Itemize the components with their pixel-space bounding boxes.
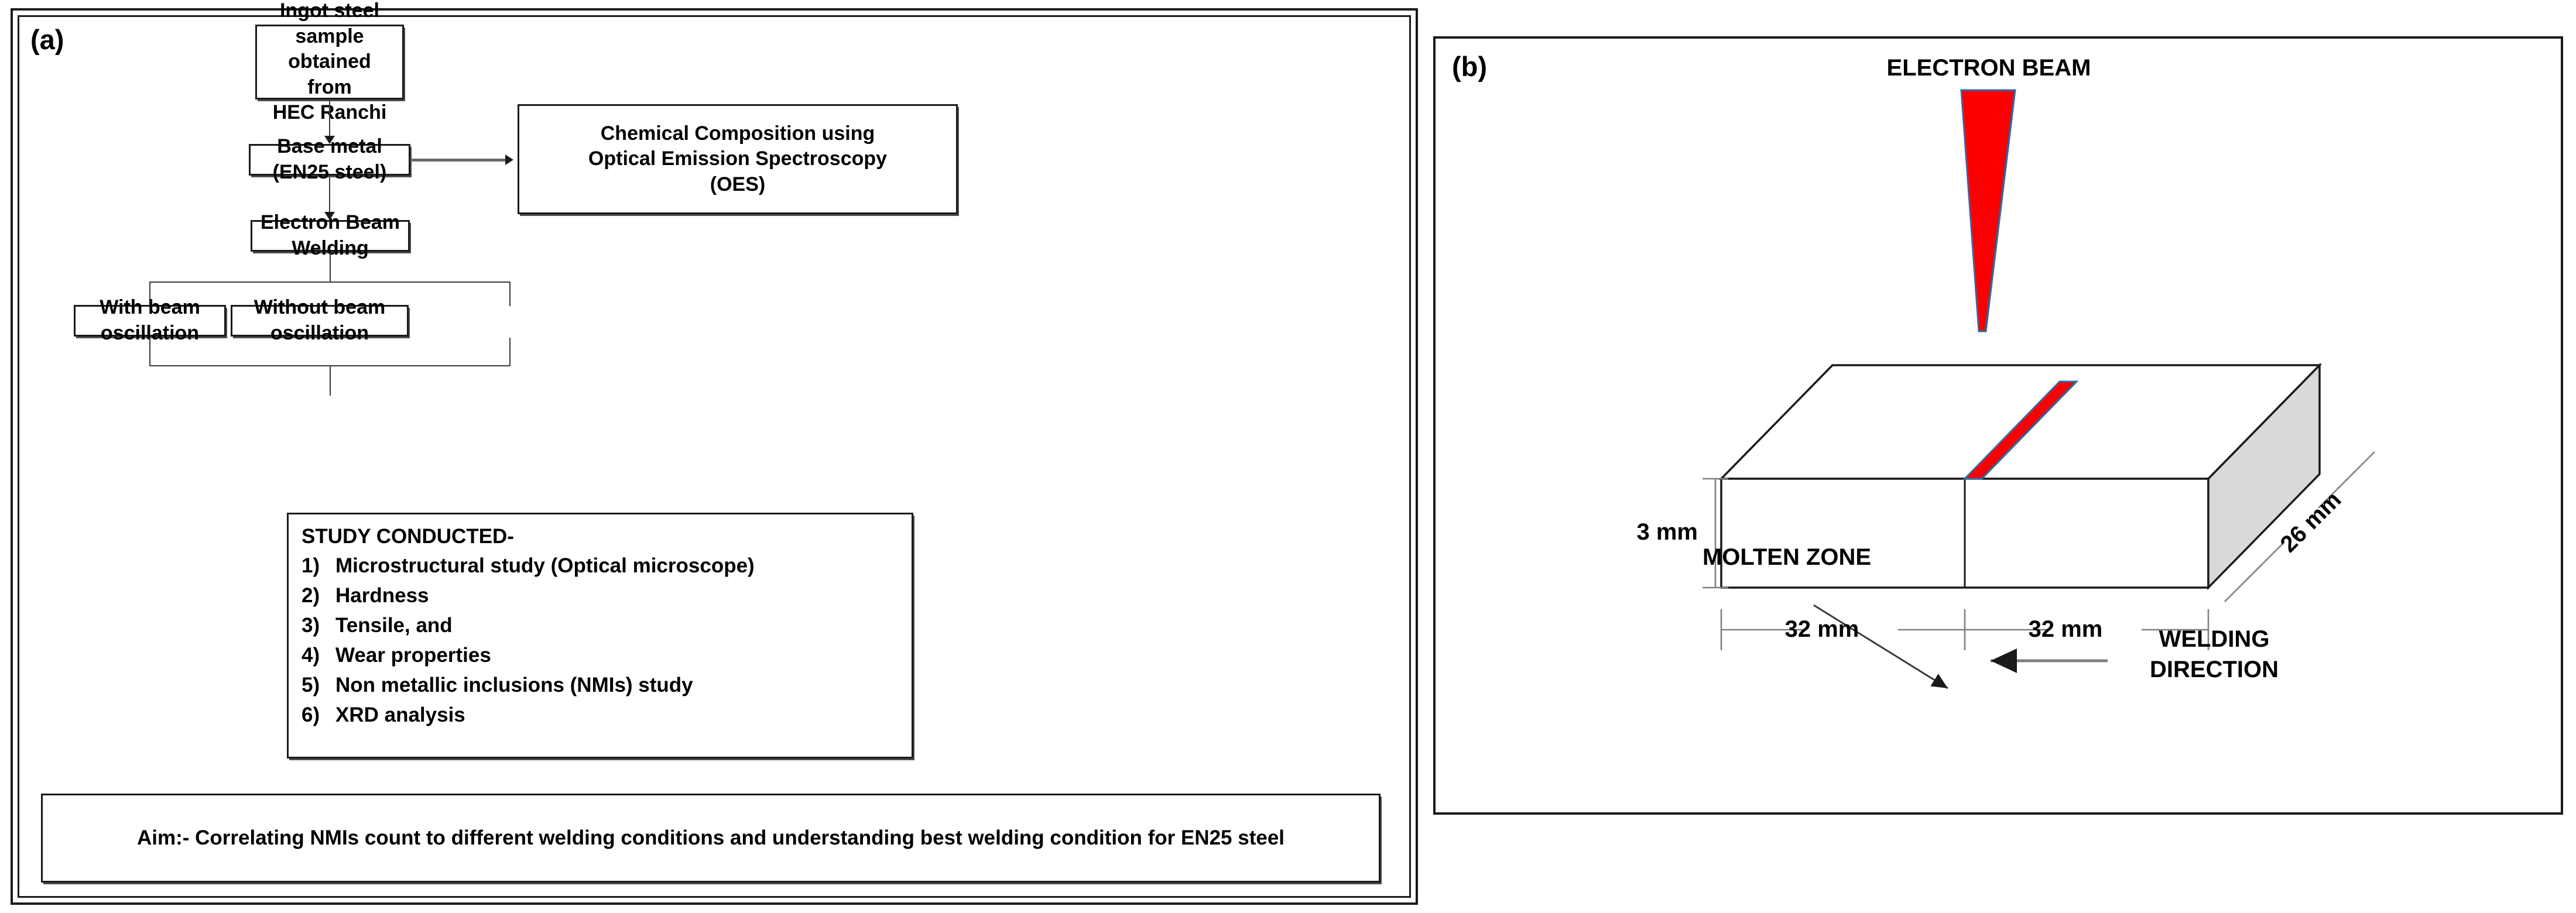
connector-ingot-to-base [329,101,330,139]
list-item-text: Non metallic inclusions (NMIs) study [335,674,693,697]
list-item-number: 4) [302,644,320,667]
connector-merge-stem [330,365,331,396]
node-with-beam-oscillation: With beam oscillation [74,296,226,344]
list-item-number: 2) [302,584,320,607]
connector-merge-right [509,338,511,366]
list-item-text: Microstructural study (Optical microscop… [335,554,755,577]
arrow-base-to-oes [505,155,513,165]
oes-line-2: Optical Emission Spectroscopy [588,147,888,170]
list-item-text: Hardness [335,584,429,607]
aim-banner: Aim:- Correlating NMIs count to differen… [41,794,1381,883]
arrow-ingot-to-base [324,136,335,144]
connector-base-to-oes [410,159,506,162]
node-without-beam-oscillation: Without beam oscillation [231,296,409,344]
panel-b: (b) [1433,36,2563,815]
welding-direction-line-2: DIRECTION [2150,657,2279,682]
oes-line-3: (OES) [710,173,766,195]
panel-a-tag: (a) [30,24,64,55]
aim-text: Aim:- Correlating NMIs count to differen… [136,826,1285,849]
ebw-schematic-svg [1703,89,2375,689]
length-right-dimension-label: 32 mm [2028,616,2103,642]
ebw-label: Electron Beam Welding [260,211,400,259]
panel-a: (a) Ingot steel sample obtained from HEC… [11,0,1418,905]
list-item: 1) Microstructural study (Optical micros… [302,551,912,581]
node-base-metal: Base metal (EN25 steel) [249,135,410,183]
plate-right-face [2207,362,2321,591]
arrow-base-to-ebw [324,212,335,220]
list-item: 5) Non metallic inclusions (NMIs) study [302,670,912,700]
node-ingot-steel-sample: Ingot steel sample obtained from HEC Ran… [255,0,404,123]
study-conducted-list: 1) Microstructural study (Optical micros… [302,551,912,730]
list-item-text: Wear properties [335,644,491,667]
dimension-thickness [1703,478,1728,589]
node-electron-beam-welding: Electron Beam Welding [251,211,410,259]
connector-base-to-ebw [329,177,330,215]
list-item-number: 6) [302,703,320,727]
list-item-text: Tensile, and [335,614,453,637]
list-item-text: XRD analysis [335,703,465,727]
molten-zone-label: MOLTEN ZONE [1702,544,1872,570]
connector-ebw-split-bar [149,282,510,283]
list-item: 6) XRD analysis [302,700,912,730]
node-oes: Chemical Composition using Optical Emiss… [518,104,958,214]
electron-beam-label: ELECTRON BEAM [1886,55,2091,81]
dimension-lengths [1720,609,2210,650]
welding-direction-line-1: WELDING [2159,626,2270,652]
oes-line-1: Chemical Composition using [600,122,875,145]
thickness-dimension-label: 3 mm [1636,519,1698,545]
study-conducted-title: STUDY CONDUCTED- [302,525,514,548]
electron-beam-cone [1960,89,2016,332]
welding-direction-label: WELDING DIRECTION [2115,624,2314,685]
panel-a-inner-border [18,15,1411,898]
dimension-width [2224,451,2375,602]
list-item: 3) Tensile, and [302,610,912,640]
list-item-number: 5) [302,674,320,697]
ingot-line-2: obtained from [288,50,371,98]
list-item: 2) Hardness [302,581,912,610]
molten-zone-leader [1813,604,1948,689]
length-left-dimension-label: 32 mm [1784,616,1859,642]
panel-b-tag: (b) [1452,51,1488,82]
list-item-number: 1) [302,554,320,577]
connector-merge-left [149,338,150,366]
without-oscillation-label: Without beam oscillation [254,296,386,344]
list-item: 4) Wear properties [302,640,912,670]
ingot-line-1: Ingot steel sample [279,0,380,47]
list-item-number: 3) [302,614,320,637]
connector-ebw-split-right [509,282,511,306]
base-metal-label: Base metal (EN25 steel) [272,135,387,183]
molten-zone-bead [1962,380,2079,480]
connector-ebw-split-left [149,282,150,306]
node-study-conducted: STUDY CONDUCTED- 1) Microstructural stud… [287,513,913,758]
connector-ebw-stem [330,253,331,282]
